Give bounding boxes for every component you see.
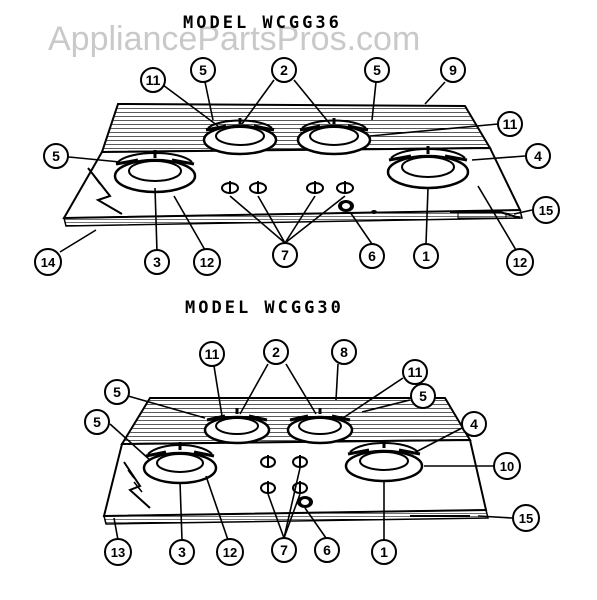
model-title-wcgg30: MODEL WCGG30	[185, 298, 344, 318]
callout: 5	[104, 379, 130, 405]
burner-rear-left	[203, 408, 271, 445]
cooktop-wcgg30	[102, 397, 489, 525]
svg-text:7: 7	[280, 542, 288, 558]
callout: 4	[525, 143, 551, 169]
callout: 9	[440, 57, 466, 83]
svg-text:12: 12	[513, 255, 527, 270]
svg-text:11: 11	[146, 72, 161, 88]
svg-text:11: 11	[205, 346, 220, 362]
callout: 11	[140, 67, 166, 93]
callout: 5	[410, 383, 436, 409]
svg-text:5: 5	[373, 62, 381, 78]
svg-text:3: 3	[178, 544, 186, 560]
callouts-top: 11 5 2 5 9 11 5 4 15 14 3 12 7 6 1 12	[34, 57, 560, 276]
callout: 2	[271, 57, 297, 83]
callout: 12	[216, 538, 244, 566]
callout: 4	[461, 411, 487, 437]
model-title-wcgg36: MODEL WCGG36	[183, 13, 342, 33]
svg-text:2: 2	[280, 62, 288, 78]
callout: 14	[34, 248, 62, 276]
svg-text:5: 5	[199, 62, 207, 78]
svg-text:2: 2	[272, 344, 280, 360]
control-knobs	[260, 455, 308, 494]
callouts-bottom: 11 2 8 11 5 5 5 4 10 15 13 3 12 7 6 1	[84, 339, 540, 566]
callout: 1	[413, 243, 439, 269]
callout: 12	[193, 248, 221, 276]
svg-text:14: 14	[41, 255, 56, 270]
callout: 5	[190, 57, 216, 83]
front-edge	[63, 209, 523, 227]
svg-text:10: 10	[500, 459, 514, 474]
burner-rear-right	[296, 118, 372, 156]
burner-front-left	[113, 150, 197, 194]
svg-text:11: 11	[408, 364, 423, 380]
igniter-switch	[338, 200, 354, 212]
svg-text:12: 12	[200, 255, 214, 270]
callout: 5	[84, 409, 110, 435]
callout: 3	[144, 249, 170, 275]
svg-text:6: 6	[323, 542, 331, 558]
leader-lines-top	[59, 79, 533, 253]
svg-text:15: 15	[539, 203, 553, 218]
callout: 10	[493, 452, 521, 480]
callout: 15	[512, 504, 540, 532]
front-edge	[103, 509, 489, 525]
svg-text:9: 9	[449, 62, 457, 78]
svg-text:1: 1	[380, 544, 388, 560]
callout: 8	[331, 339, 357, 365]
svg-text:12: 12	[223, 545, 237, 560]
cooktop-wcgg36	[62, 102, 523, 227]
control-knobs	[221, 181, 354, 194]
callout: 11	[402, 359, 428, 385]
callout: 12	[506, 248, 534, 276]
svg-text:6: 6	[368, 248, 376, 264]
callout: 5	[364, 57, 390, 83]
callout: 5	[43, 143, 69, 169]
burner-front-right	[386, 146, 470, 190]
svg-text:11: 11	[503, 116, 518, 132]
svg-text:4: 4	[534, 148, 542, 164]
callout: 13	[104, 538, 132, 566]
svg-text:15: 15	[519, 511, 533, 526]
svg-text:7: 7	[281, 247, 289, 263]
callout: 7	[272, 242, 298, 268]
leader-lines-bottom	[109, 363, 513, 541]
burner-front-right	[344, 440, 424, 483]
callout: 11	[497, 111, 523, 137]
burner-rear-right	[286, 408, 354, 445]
watermark: AppliancePartsPros.com	[48, 20, 421, 58]
callout: 2	[263, 339, 289, 365]
svg-text:5: 5	[113, 384, 121, 400]
callout: 11	[199, 341, 225, 367]
svg-text:5: 5	[52, 148, 60, 164]
svg-text:4: 4	[470, 416, 478, 432]
svg-text:5: 5	[93, 414, 101, 430]
burner-rear-left	[202, 118, 278, 156]
callout: 6	[314, 537, 340, 563]
callout: 3	[169, 539, 195, 565]
callout: 15	[532, 196, 560, 224]
svg-text:8: 8	[340, 344, 348, 360]
rear-panel	[100, 102, 492, 154]
svg-text:3: 3	[153, 254, 161, 270]
igniter-switch	[297, 496, 313, 508]
burner-front-left	[142, 442, 218, 485]
callout: 7	[271, 537, 297, 563]
callout: 6	[359, 243, 385, 269]
svg-text:1: 1	[422, 248, 430, 264]
svg-text:13: 13	[111, 545, 125, 560]
svg-text:5: 5	[419, 388, 427, 404]
callout: 1	[371, 539, 397, 565]
